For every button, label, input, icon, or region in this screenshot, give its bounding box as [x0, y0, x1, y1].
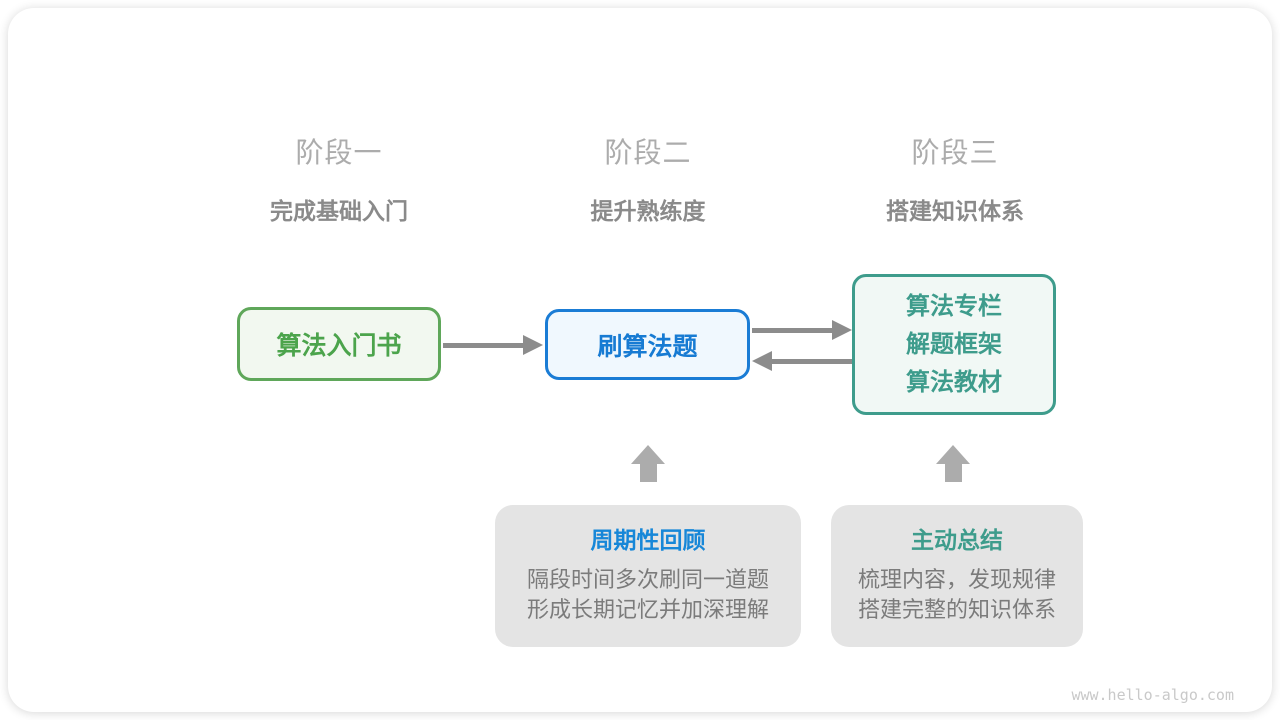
node-advanced-line-3: 算法教材	[906, 368, 1002, 396]
arrow-up-icon	[631, 445, 665, 482]
arrow-right-icon	[752, 320, 852, 340]
callout-body-line-2: 形成长期记忆并加深理解	[526, 597, 769, 622]
callout-active-summary: 主动总结 梳理内容，发现规律 搭建完整的知识体系	[831, 505, 1083, 647]
callout-periodic-review: 周期性回顾 隔段时间多次刷同一道题 形成长期记忆并加深理解	[495, 505, 801, 647]
diagram-card: 阶段一 完成基础入门 阶段二 提升熟练度 阶段三 搭建知识体系 算法入门书 刷算…	[8, 8, 1272, 712]
stage-header-3: 阶段三 搭建知识体系	[795, 131, 1115, 226]
arrow-up-stem	[639, 464, 657, 482]
stage-2-title: 阶段二	[604, 137, 692, 168]
callout-periodic-review-title: 周期性回顾	[590, 527, 706, 553]
callout-active-summary-body: 梳理内容，发现规律 搭建完整的知识体系	[831, 565, 1083, 625]
node-intro-book: 算法入门书	[237, 307, 441, 381]
node-advanced-line-1: 算法专栏	[906, 292, 1002, 320]
stage-1-title: 阶段一	[295, 137, 383, 168]
arrow-head-left	[752, 351, 772, 371]
stage-3-subtitle: 搭建知识体系	[886, 198, 1024, 224]
stage-1-subtitle: 完成基础入门	[270, 198, 408, 224]
arrow-up-head	[936, 445, 970, 464]
stage-header-1: 阶段一 完成基础入门	[179, 131, 499, 226]
arrow-left-icon	[752, 351, 852, 371]
arrow-up-icon	[936, 445, 970, 482]
callout-body-line-1: 梳理内容，发现规律	[857, 567, 1056, 592]
stage-header-2: 阶段二 提升熟练度	[488, 131, 808, 226]
node-advanced-resources: 算法专栏 解题框架 算法教材	[852, 274, 1056, 415]
watermark: www.hello-algo.com	[1071, 686, 1234, 704]
callout-body-line-2: 搭建完整的知识体系	[857, 597, 1056, 622]
node-advanced-line-2: 解题框架	[906, 330, 1002, 358]
arrow-shaft	[772, 358, 852, 364]
callout-periodic-review-body: 隔段时间多次刷同一道题 形成长期记忆并加深理解	[495, 565, 801, 625]
arrow-up-stem	[944, 464, 962, 482]
stage-3-title: 阶段三	[911, 137, 999, 168]
arrow-right-icon	[443, 335, 543, 355]
arrow-shaft	[443, 342, 523, 348]
arrow-head-right	[832, 320, 852, 340]
stage-2-subtitle: 提升熟练度	[590, 198, 706, 224]
arrow-up-head	[631, 445, 665, 464]
arrow-head-right	[523, 335, 543, 355]
node-practice-problems-label: 刷算法题	[597, 332, 698, 361]
node-practice-problems: 刷算法题	[545, 309, 750, 380]
callout-body-line-1: 隔段时间多次刷同一道题	[526, 567, 769, 592]
arrow-shaft	[752, 327, 832, 333]
node-intro-book-label: 算法入门书	[276, 332, 402, 360]
callout-active-summary-title: 主动总结	[911, 527, 1003, 553]
